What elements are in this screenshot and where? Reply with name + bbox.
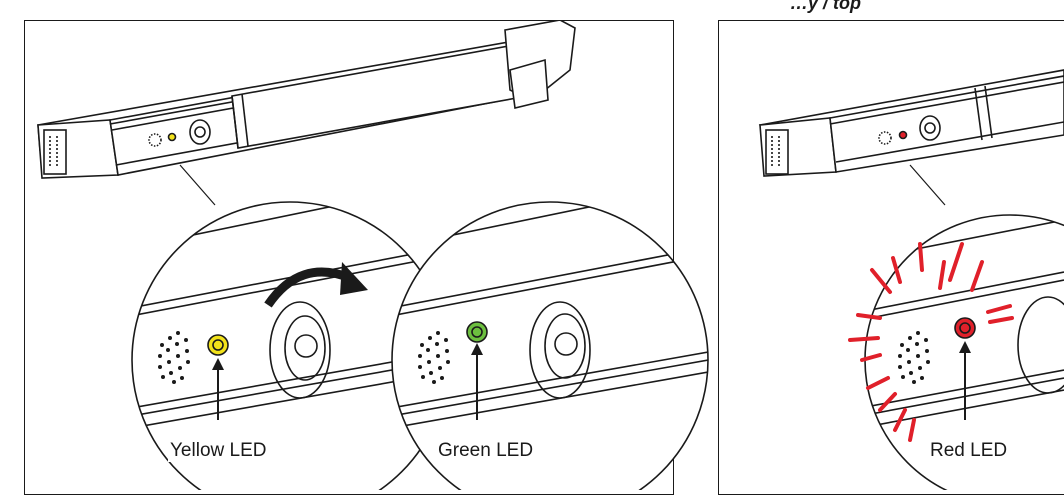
flash-rays	[848, 242, 1014, 442]
top-partial-heading: …y / top	[790, 0, 861, 13]
magnifier-green	[391, 201, 709, 490]
exit-device-bar-left	[37, 21, 576, 179]
yellow-led-label: Yellow LED	[168, 440, 269, 462]
magnifier-red	[848, 214, 1064, 490]
leader-line	[179, 164, 216, 206]
exit-device-bar-right	[758, 69, 1064, 177]
red-led-label: Red LED	[928, 440, 1010, 462]
green-led-label: Green LED	[436, 440, 536, 462]
magnifier-yellow	[131, 201, 449, 490]
